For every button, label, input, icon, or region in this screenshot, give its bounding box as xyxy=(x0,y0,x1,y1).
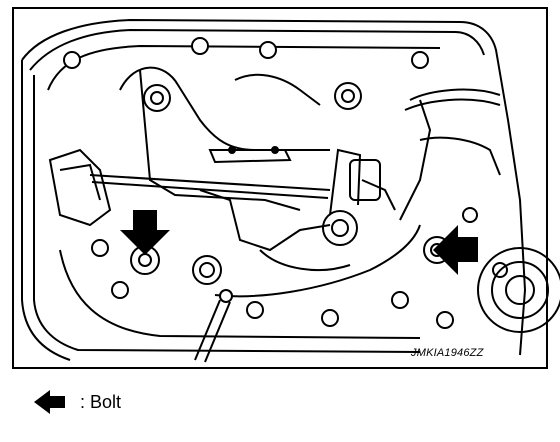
regulator-motor xyxy=(322,148,396,246)
regulator-carrier xyxy=(119,66,351,271)
reference-code: JMKIA1946ZZ xyxy=(411,347,484,359)
handle-rod xyxy=(194,289,233,363)
legend-label: : Bolt xyxy=(80,391,122,412)
hole xyxy=(63,51,81,69)
bolt-arrow-left xyxy=(433,225,478,275)
hole xyxy=(191,37,209,55)
hole xyxy=(259,41,277,59)
hole xyxy=(111,281,129,299)
cables xyxy=(89,88,501,298)
door-inner-panel xyxy=(21,18,527,361)
lock-actuator xyxy=(48,148,112,227)
legend: : Bolt xyxy=(28,388,121,416)
legend-icon-spacer xyxy=(28,402,68,403)
arrow-left-icon xyxy=(34,390,65,414)
grommets xyxy=(143,82,362,285)
speaker xyxy=(477,247,560,333)
hole xyxy=(411,51,429,69)
hole xyxy=(436,311,454,329)
diagram-frame xyxy=(12,7,548,369)
hole xyxy=(91,239,109,257)
hole xyxy=(321,309,339,327)
hole xyxy=(391,291,409,309)
hole xyxy=(246,301,264,319)
panel-holes xyxy=(63,37,508,329)
bolt-arrow-down xyxy=(120,210,170,255)
hole xyxy=(462,207,478,223)
